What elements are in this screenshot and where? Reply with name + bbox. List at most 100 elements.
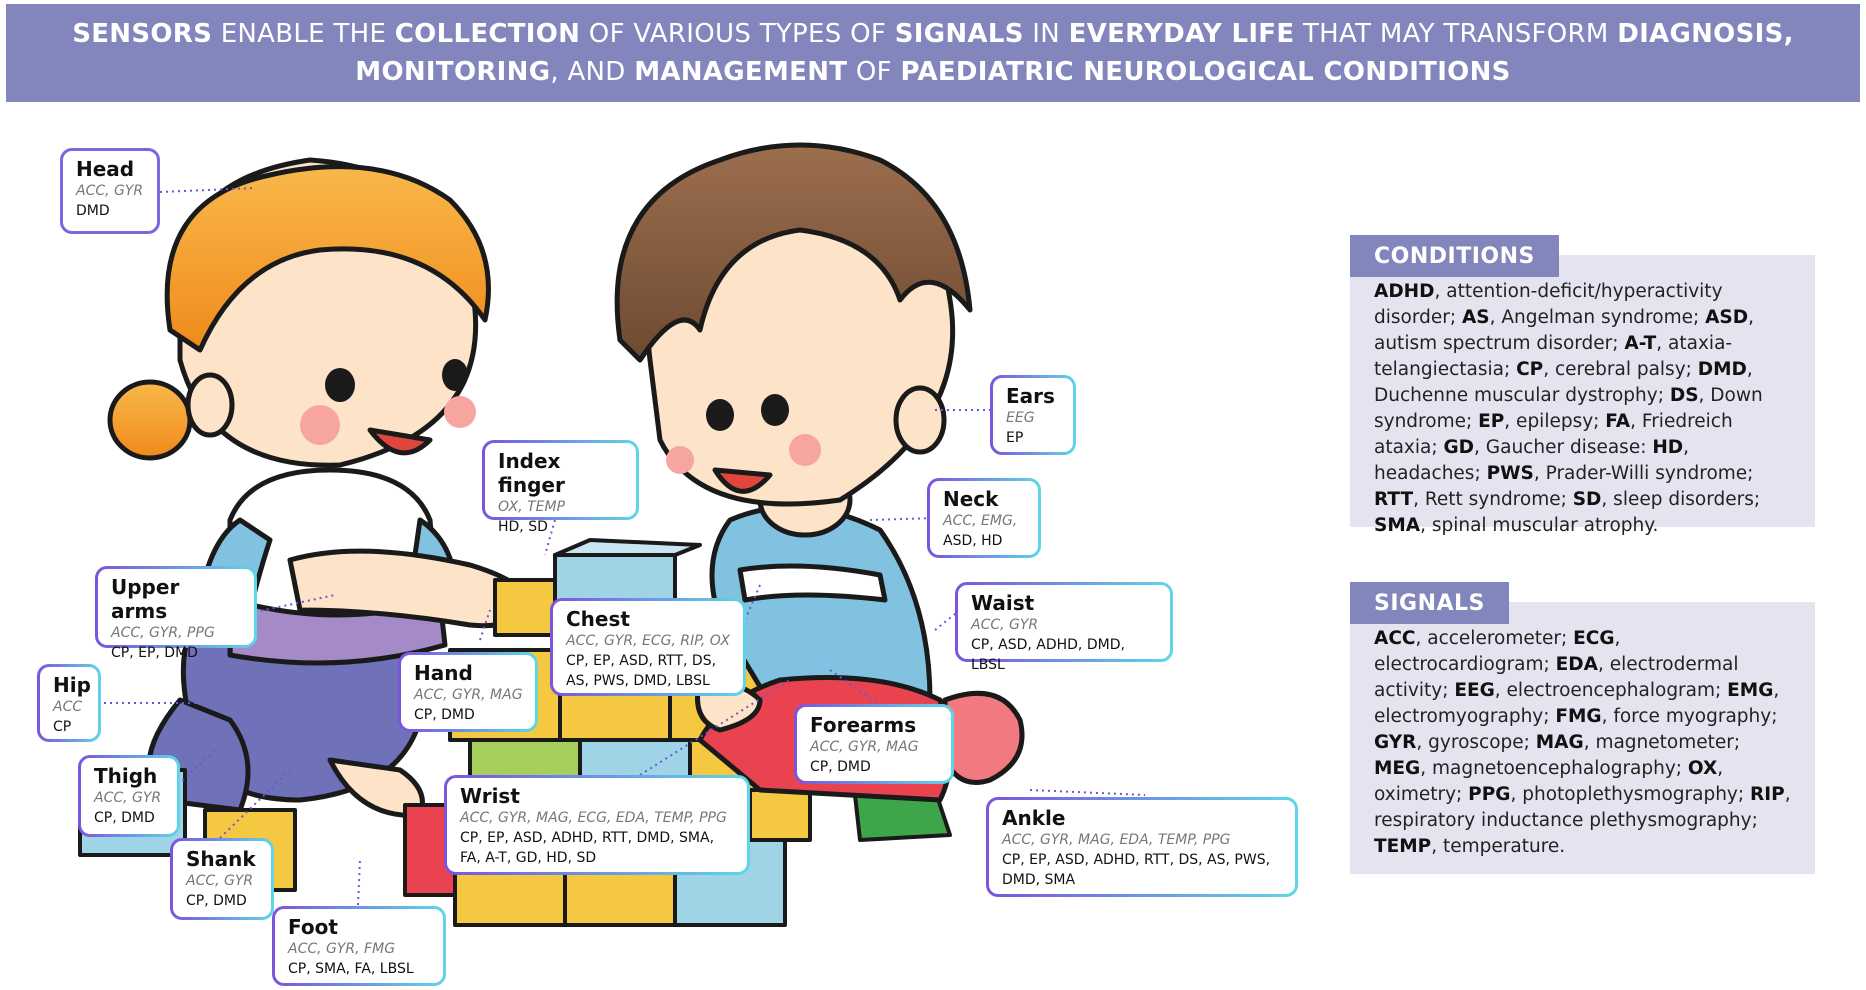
condition-definition: , Rett syndrome;: [1413, 489, 1573, 510]
signal-definition: , oximetry;: [1374, 758, 1724, 805]
signal-definition: , magnetometer;: [1583, 732, 1741, 753]
header-line-2-run: PAEDIATRIC NEUROLOGICAL CONDITIONS: [900, 57, 1511, 87]
callout-foot-conditions: CP, SMA, FA, LBSL: [288, 961, 414, 977]
condition-abbr: A-T: [1624, 333, 1657, 354]
header-line-1-run: ENABLE THE: [212, 19, 395, 49]
signal-definition: , respiratory inductance plethysmography…: [1374, 784, 1791, 831]
callout-forearms-title: Forearms: [810, 713, 917, 737]
header-line-2: MONITORING, AND MANAGEMENT OF PAEDIATRIC…: [6, 53, 1860, 91]
signal-abbr: FMG: [1555, 706, 1602, 727]
callout-waist-conditions: CP, ASD, ADHD, DMD, LBSL: [971, 637, 1125, 673]
callout-wrist: Wrist ACC, GYR, MAG, ECG, EDA, TEMP, PPG…: [444, 775, 750, 875]
callout-thigh: Thigh ACC, GYR CP, DMD: [78, 755, 180, 837]
callout-connectors: [98, 187, 1146, 906]
condition-definition: , Prader-Willi syndrome;: [1533, 463, 1754, 484]
signal-abbr: EMG: [1727, 680, 1774, 701]
callout-head-title: Head: [76, 157, 135, 181]
condition-abbr: GD: [1443, 437, 1475, 458]
condition-definition: , Gaucher disease:: [1474, 437, 1653, 458]
callout-index-finger-signals: OX, TEMP: [498, 499, 566, 515]
callout-forearms: Forearms ACC, GYR, MAG CP, DMD: [794, 704, 954, 784]
signal-abbr: ECG: [1573, 628, 1615, 649]
header-line-1-run: THAT MAY TRANSFORM: [1294, 19, 1618, 49]
condition-abbr: FA: [1605, 411, 1631, 432]
signal-abbr: MEG: [1374, 758, 1421, 779]
signal-abbr: TEMP: [1374, 836, 1432, 857]
callout-neck-conditions: ASD, HD: [943, 533, 1003, 549]
condition-definition: , epilepsy;: [1504, 411, 1606, 432]
condition-abbr: DS: [1669, 385, 1699, 406]
callout-ears-signals: EEG: [1006, 410, 1035, 426]
callout-index-finger-title: Index finger: [498, 449, 565, 497]
callout-foot: Foot ACC, GYR, FMG CP, SMA, FA, LBSL: [272, 906, 446, 986]
signal-abbr: EEG: [1454, 680, 1495, 701]
callout-ankle: Ankle ACC, GYR, MAG, EDA, TEMP, PPG CP, …: [986, 797, 1298, 897]
callout-neck-signals: ACC, EMG,: [943, 513, 1018, 529]
callout-chest-title: Chest: [566, 607, 630, 631]
signal-definition: , accelerometer;: [1415, 628, 1574, 649]
callout-upper-arms-conditions: CP, EP, DMD: [111, 645, 198, 661]
signal-definition: , gyroscope;: [1416, 732, 1536, 753]
condition-definition: , Down syndrome;: [1374, 385, 1763, 432]
signal-definition: , force myography;: [1601, 706, 1778, 727]
callout-ears: Ears EEG EP: [990, 375, 1076, 455]
callout-head: Head ACC, GYR DMD: [60, 148, 160, 234]
callout-wrist-signals: ACC, GYR, MAG, ECG, EDA, TEMP, PPG: [460, 810, 727, 826]
signal-abbr: EDA: [1555, 654, 1598, 675]
header-line-1: SENSORS ENABLE THE COLLECTION OF VARIOUS…: [6, 15, 1860, 53]
header-banner: SENSORS ENABLE THE COLLECTION OF VARIOUS…: [6, 4, 1860, 102]
callout-chest-signals: ACC, GYR, ECG, RIP, OX: [566, 633, 730, 649]
callout-shank-title: Shank: [186, 847, 256, 871]
header-line-1-run: DIAGNOSIS,: [1617, 19, 1794, 49]
callout-upper-arms-signals: ACC, GYR, PPG: [111, 625, 215, 641]
condition-definition: , attention-deficit/hyperactivity disord…: [1374, 281, 1723, 328]
callout-thigh-signals: ACC, GYR: [94, 790, 162, 806]
callout-hip: Hip ACC CP: [37, 664, 101, 742]
conditions-panel-title: CONDITIONS: [1350, 235, 1559, 277]
signal-definition: , electrocardiogram;: [1374, 628, 1621, 675]
signal-abbr: PPG: [1468, 784, 1511, 805]
callout-shank-conditions: CP, DMD: [186, 893, 247, 909]
callout-hand-signals: ACC, GYR, MAG: [414, 687, 523, 703]
header-line-1-run: IN: [1023, 19, 1069, 49]
callout-foot-title: Foot: [288, 915, 338, 939]
callout-upper-arms-title: Upper arms: [111, 575, 180, 623]
condition-abbr: HD: [1652, 437, 1684, 458]
callout-head-conditions: DMD: [76, 203, 110, 219]
signal-definition: , photoplethysmography;: [1510, 784, 1750, 805]
condition-abbr: EP: [1478, 411, 1505, 432]
callout-wrist-conditions: CP, EP, ASD, ADHD, RTT, DMD, SMA, FA, A-…: [460, 830, 715, 866]
callout-ears-conditions: EP: [1006, 430, 1024, 446]
signal-abbr: RIP: [1750, 784, 1785, 805]
callout-upper-arms: Upper arms ACC, GYR, PPG CP, EP, DMD: [95, 566, 257, 661]
header-line-1-run: OF VARIOUS TYPES OF: [580, 19, 895, 49]
condition-abbr: CP: [1516, 359, 1544, 380]
condition-abbr: ADHD: [1374, 281, 1435, 302]
condition-definition: , headaches;: [1374, 437, 1690, 484]
header-line-1-run: EVERYDAY LIFE: [1068, 19, 1295, 49]
callout-ankle-conditions: CP, EP, ASD, ADHD, RTT, DS, AS, PWS, DMD…: [1002, 852, 1271, 888]
header-line-1-run: SIGNALS: [894, 19, 1024, 49]
callout-shank-signals: ACC, GYR: [186, 873, 254, 889]
signal-abbr: MAG: [1535, 732, 1584, 753]
callout-index-finger: Index finger OX, TEMP HD, SD: [482, 440, 639, 535]
signal-definition: , temperature.: [1431, 836, 1566, 857]
callout-hip-signals: ACC: [53, 699, 83, 715]
condition-abbr: SMA: [1374, 515, 1421, 536]
condition-abbr: SD: [1572, 489, 1602, 510]
callout-chest-conditions: CP, EP, ASD, RTT, DS, AS, PWS, DMD, LBSL: [566, 653, 717, 689]
condition-definition: , sleep disorders;: [1601, 489, 1761, 510]
callout-waist-signals: ACC, GYR: [971, 617, 1039, 633]
callout-hip-title: Hip: [53, 673, 91, 697]
callout-foot-signals: ACC, GYR, FMG: [288, 941, 396, 957]
signals-panel-body: ACC, accelerometer; ECG, electrocardiogr…: [1350, 602, 1815, 874]
callout-neck-title: Neck: [943, 487, 999, 511]
condition-abbr: DMD: [1697, 359, 1747, 380]
condition-abbr: AS: [1461, 307, 1490, 328]
condition-definition: , cerebral palsy;: [1543, 359, 1698, 380]
condition-abbr: ASD: [1705, 307, 1749, 328]
condition-definition: , Angelman syndrome;: [1489, 307, 1706, 328]
header-line-2-run: , AND: [550, 57, 635, 87]
signal-abbr: ACC: [1374, 628, 1416, 649]
callout-hand-conditions: CP, DMD: [414, 707, 475, 723]
